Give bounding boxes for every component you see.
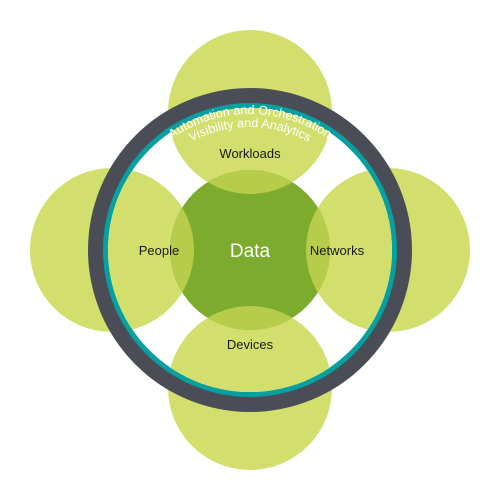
- pillar-label-people: People: [139, 243, 179, 258]
- pillar-label-workloads: Workloads: [219, 146, 281, 161]
- inner-pillar-left: [108, 168, 194, 332]
- pillar-label-devices: Devices: [227, 337, 274, 352]
- inner-pillar-bottom: [168, 306, 332, 392]
- pillar-label-networks: Networks: [310, 243, 365, 258]
- inner-pillar-segments: [108, 108, 392, 392]
- data-core-circle: [170, 170, 330, 330]
- inner-pillar-top: [168, 108, 332, 194]
- center-label-data: Data: [230, 241, 271, 262]
- inner-pillar-right: [306, 168, 392, 332]
